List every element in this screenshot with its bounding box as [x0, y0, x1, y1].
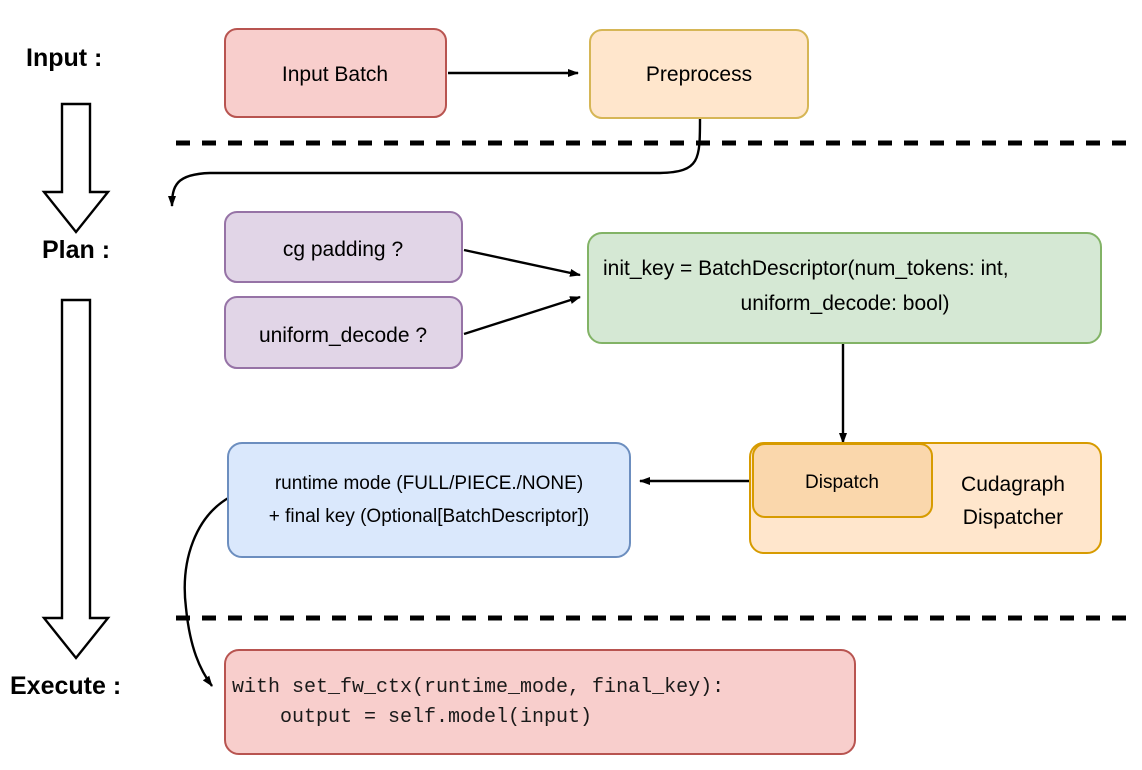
connector-cg-padding-to-init-key: [463, 248, 581, 277]
node-init-key[interactable]: init_key = BatchDescriptor(num_tokens: i…: [587, 232, 1102, 344]
stage-label-input: Input :: [26, 44, 102, 72]
init-key-line-2: uniform_decode: bool): [741, 292, 950, 315]
dispatch-label: Dispatch: [805, 472, 879, 493]
uniform-decode-box[interactable]: [224, 296, 463, 369]
preprocess-label: Preprocess: [646, 63, 752, 86]
input-batch-label: Input Batch: [282, 63, 388, 86]
connector-runtime-mode-to-execute-code: [183, 495, 231, 687]
node-uniform-decode[interactable]: uniform_decode ?: [224, 296, 463, 369]
node-dispatch[interactable]: Dispatch: [752, 443, 933, 518]
execute-code-line-1: with set_fw_ctx(runtime_mode, final_key)…: [232, 676, 724, 699]
execute-code-line-2: output = self.model(input): [232, 706, 592, 729]
runtime-mode-line-1: runtime mode (FULL/PIECE./NONE): [275, 473, 583, 494]
preprocess-box[interactable]: [589, 29, 809, 119]
cudagraph-dispatcher-label-line-2: Dispatcher: [963, 506, 1063, 529]
node-runtime-mode[interactable]: runtime mode (FULL/PIECE./NONE) + final …: [227, 442, 631, 558]
runtime-mode-box[interactable]: [227, 442, 631, 558]
input-batch-box[interactable]: [224, 28, 447, 118]
init-key-box[interactable]: [587, 232, 1102, 344]
node-preprocess[interactable]: Preprocess: [589, 29, 809, 119]
stage-label-execute: Execute :: [10, 672, 121, 700]
stage-label-plan: Plan :: [42, 236, 110, 264]
runtime-mode-line-2: + final key (Optional[BatchDescriptor]): [269, 506, 590, 527]
dispatch-box[interactable]: [752, 443, 933, 518]
execute-code-box[interactable]: [224, 649, 856, 755]
cg-padding-box[interactable]: [224, 211, 463, 283]
plan-to-execute-arrow: [41, 298, 111, 660]
connector-preprocess-to-cg-padding: [168, 117, 702, 207]
cudagraph-dispatcher-label-line-1: Cudagraph: [961, 473, 1065, 496]
connector-uniform-decode-to-init-key: [463, 295, 581, 336]
input-to-plan-arrow: [41, 102, 111, 234]
node-input-batch[interactable]: Input Batch: [224, 28, 447, 118]
uniform-decode-label: uniform_decode ?: [259, 324, 427, 347]
node-execute-code[interactable]: with set_fw_ctx(runtime_mode, final_key)…: [224, 649, 856, 755]
node-cg-padding[interactable]: cg padding ?: [224, 211, 463, 283]
init-key-line-1: init_key = BatchDescriptor(num_tokens: i…: [603, 257, 1009, 280]
cg-padding-label: cg padding ?: [283, 238, 403, 261]
